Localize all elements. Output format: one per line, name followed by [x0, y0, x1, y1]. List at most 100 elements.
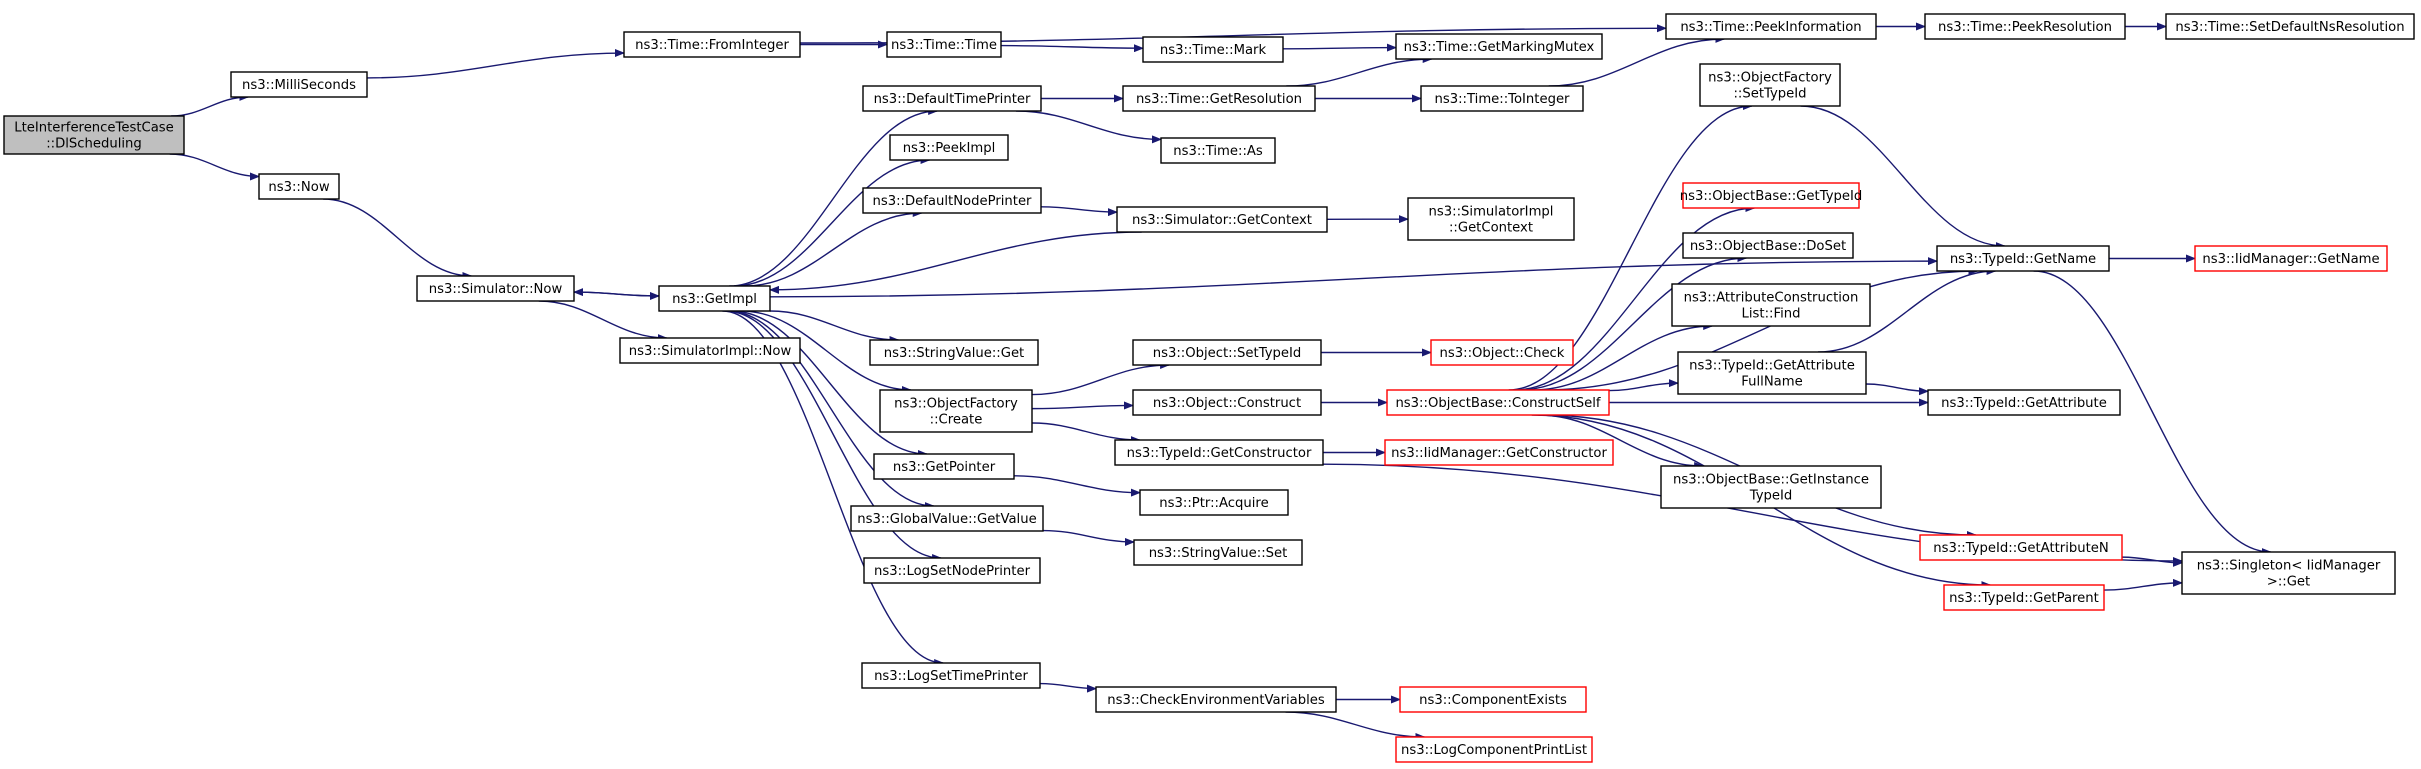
- node-peekres[interactable]: ns3::Time::PeekResolution: [1924, 13, 2126, 40]
- node-getpointer[interactable]: ns3::GetPointer: [873, 453, 1015, 480]
- node-toint[interactable]: ns3::Time::ToInteger: [1420, 85, 1584, 112]
- edge-getattrfull-to-getattr: [1865, 383, 1929, 396]
- edge-constructself-to-getname: [1543, 267, 1979, 391]
- edge-root-to-now: [169, 153, 260, 181]
- node-box-getconstructor: [1114, 439, 1324, 466]
- node-box-strset: [1133, 539, 1303, 566]
- node-compexists[interactable]: ns3::ComponentExists: [1399, 686, 1587, 713]
- node-box-checkenv: [1095, 686, 1337, 713]
- node-label-iidgetconstructor: ns3::IidManager::GetConstructor: [1391, 446, 1607, 461]
- node-box-lognodeprinter: [863, 557, 1041, 584]
- node-logtimeprinter[interactable]: ns3::LogSetTimePrinter: [861, 662, 1041, 689]
- node-millis[interactable]: ns3::MilliSeconds: [230, 71, 368, 98]
- node-box-objsettypeid: [1132, 339, 1322, 366]
- node-mutex[interactable]: ns3::Time::GetMarkingMutex: [1395, 33, 1603, 60]
- node-box-getpointer: [873, 453, 1015, 480]
- node-checkenv[interactable]: ns3::CheckEnvironmentVariables: [1095, 686, 1337, 713]
- node-strset[interactable]: ns3::StringValue::Set: [1133, 539, 1303, 566]
- node-as[interactable]: ns3::Time::As: [1160, 137, 1276, 164]
- node-ptracquire[interactable]: ns3::Ptr::Acquire: [1139, 489, 1289, 516]
- node-label-ofcreate-line2: ::Create: [930, 413, 983, 428]
- node-box-ofsettypeid: [1699, 63, 1841, 107]
- node-label-implgetcontext-line2: ::GetContext: [1449, 221, 1533, 236]
- node-now[interactable]: ns3::Now: [258, 173, 340, 200]
- edge-globalget-to-strset: [1042, 529, 1135, 546]
- node-fromint[interactable]: ns3::Time::FromInteger: [623, 31, 801, 58]
- node-getattrn[interactable]: ns3::TypeId::GetAttributeN: [1919, 534, 2123, 561]
- node-strget[interactable]: ns3::StringValue::Get: [869, 339, 1039, 366]
- node-getres[interactable]: ns3::Time::GetResolution: [1122, 85, 1316, 112]
- node-peekinfo[interactable]: ns3::Time::PeekInformation: [1665, 13, 1877, 40]
- node-label-mark: ns3::Time::Mark: [1160, 43, 1267, 58]
- node-label-toint: ns3::Time::ToInteger: [1435, 92, 1571, 107]
- node-objsettypeid[interactable]: ns3::Object::SetTypeId: [1132, 339, 1322, 366]
- node-box-deftimeprinter: [862, 85, 1042, 112]
- node-box-logtimeprinter: [861, 662, 1041, 689]
- node-singleton[interactable]: ns3::Singleton< IidManager >::Get: [2181, 551, 2396, 595]
- node-simnow[interactable]: ns3::Simulator::Now: [416, 275, 575, 302]
- node-iidgetconstructor[interactable]: ns3::IidManager::GetConstructor: [1384, 439, 1614, 466]
- node-getattr[interactable]: ns3::TypeId::GetAttribute: [1927, 389, 2121, 416]
- edge-simnow-to-simimplnow: [538, 300, 668, 342]
- node-implgetcontext[interactable]: ns3::SimulatorImpl::GetContext: [1407, 197, 1575, 241]
- node-objconstruct[interactable]: ns3::Object::Construct: [1132, 389, 1322, 416]
- node-getparent[interactable]: ns3::TypeId::GetParent: [1943, 584, 2105, 611]
- node-label-fromint: ns3::Time::FromInteger: [635, 38, 789, 53]
- node-objcheck[interactable]: ns3::Object::Check: [1430, 339, 1574, 366]
- node-constructself[interactable]: ns3::ObjectBase::ConstructSelf: [1386, 389, 1610, 416]
- node-label-peekimpl: ns3::PeekImpl: [903, 141, 996, 156]
- node-box-objcheck: [1430, 339, 1574, 366]
- node-box-obgettypeid: [1682, 182, 1860, 209]
- edge-logtimeprinter-to-checkenv: [1039, 682, 1097, 693]
- node-label-ofcreate-line1: ns3::ObjectFactory: [894, 397, 1018, 412]
- node-peekimpl[interactable]: ns3::PeekImpl: [889, 134, 1009, 161]
- node-logcomplist[interactable]: ns3::LogComponentPrintList: [1395, 736, 1593, 763]
- node-label-attrlist-line2: List::Find: [1742, 307, 1801, 322]
- node-getconstructor[interactable]: ns3::TypeId::GetConstructor: [1114, 439, 1324, 466]
- node-obgettypeid[interactable]: ns3::ObjectBase::GetTypeId: [1680, 182, 1863, 209]
- node-iidgetname[interactable]: ns3::IidManager::GetName: [2194, 245, 2388, 272]
- node-getimpl[interactable]: ns3::GetImpl: [658, 285, 771, 312]
- node-label-ptracquire: ns3::Ptr::Acquire: [1159, 496, 1268, 511]
- node-label-obinstance-line2: TypeId: [1749, 489, 1793, 504]
- edge-getimpl-to-peekimpl: [733, 156, 931, 287]
- edges-layer: [169, 22, 2272, 741]
- edge-getname-to-singleton: [2033, 270, 2272, 556]
- node-box-getattrn: [1919, 534, 2123, 561]
- node-box-peekimpl: [889, 134, 1009, 161]
- node-label-getcontext: ns3::Simulator::GetContext: [1132, 213, 1312, 228]
- node-simimplnow[interactable]: ns3::SimulatorImpl::Now: [619, 337, 801, 364]
- node-mark[interactable]: ns3::Time::Mark: [1142, 36, 1284, 63]
- node-globalget[interactable]: ns3::GlobalValue::GetValue: [850, 505, 1044, 532]
- node-label-as: ns3::Time::As: [1173, 144, 1263, 159]
- node-time[interactable]: ns3::Time::Time: [886, 31, 1002, 58]
- edge-getimpl-to-strget: [769, 310, 900, 344]
- edge-root-to-millis: [171, 93, 250, 117]
- node-label-objcheck: ns3::Object::Check: [1440, 346, 1565, 361]
- edge-getcontext-to-getimpl: [769, 231, 1142, 294]
- node-ofsettypeid[interactable]: ns3::ObjectFactory::SetTypeId: [1699, 63, 1841, 107]
- node-root[interactable]: LteInterferenceTestCase::DlScheduling: [3, 115, 185, 155]
- edge-ofcreate-to-objsettypeid: [1031, 361, 1171, 396]
- node-label-getattrn: ns3::TypeId::GetAttributeN: [1933, 541, 2109, 556]
- node-obdoset[interactable]: ns3::ObjectBase::DoSet: [1682, 232, 1854, 259]
- node-label-attrlist-line1: ns3::AttributeConstruction: [1684, 291, 1859, 306]
- node-ofcreate[interactable]: ns3::ObjectFactory::Create: [879, 389, 1033, 433]
- node-getcontext[interactable]: ns3::Simulator::GetContext: [1116, 206, 1328, 233]
- node-setdefns[interactable]: ns3::Time::SetDefaultNsResolution: [2165, 13, 2415, 40]
- node-label-simimplnow: ns3::SimulatorImpl::Now: [629, 344, 792, 359]
- node-getname[interactable]: ns3::TypeId::GetName: [1936, 245, 2110, 272]
- node-lognodeprinter[interactable]: ns3::LogSetNodePrinter: [863, 557, 1041, 584]
- node-box-getattr: [1927, 389, 2121, 416]
- node-deftimeprinter[interactable]: ns3::DefaultTimePrinter: [862, 85, 1042, 112]
- node-label-objconstruct: ns3::Object::Construct: [1153, 396, 1301, 411]
- node-defnodeprinter[interactable]: ns3::DefaultNodePrinter: [862, 187, 1042, 214]
- node-box-globalget: [850, 505, 1044, 532]
- node-label-mutex: ns3::Time::GetMarkingMutex: [1404, 40, 1595, 55]
- edge-getpointer-to-ptracquire: [1013, 475, 1141, 497]
- edge-getimpl-to-globalget: [727, 310, 935, 510]
